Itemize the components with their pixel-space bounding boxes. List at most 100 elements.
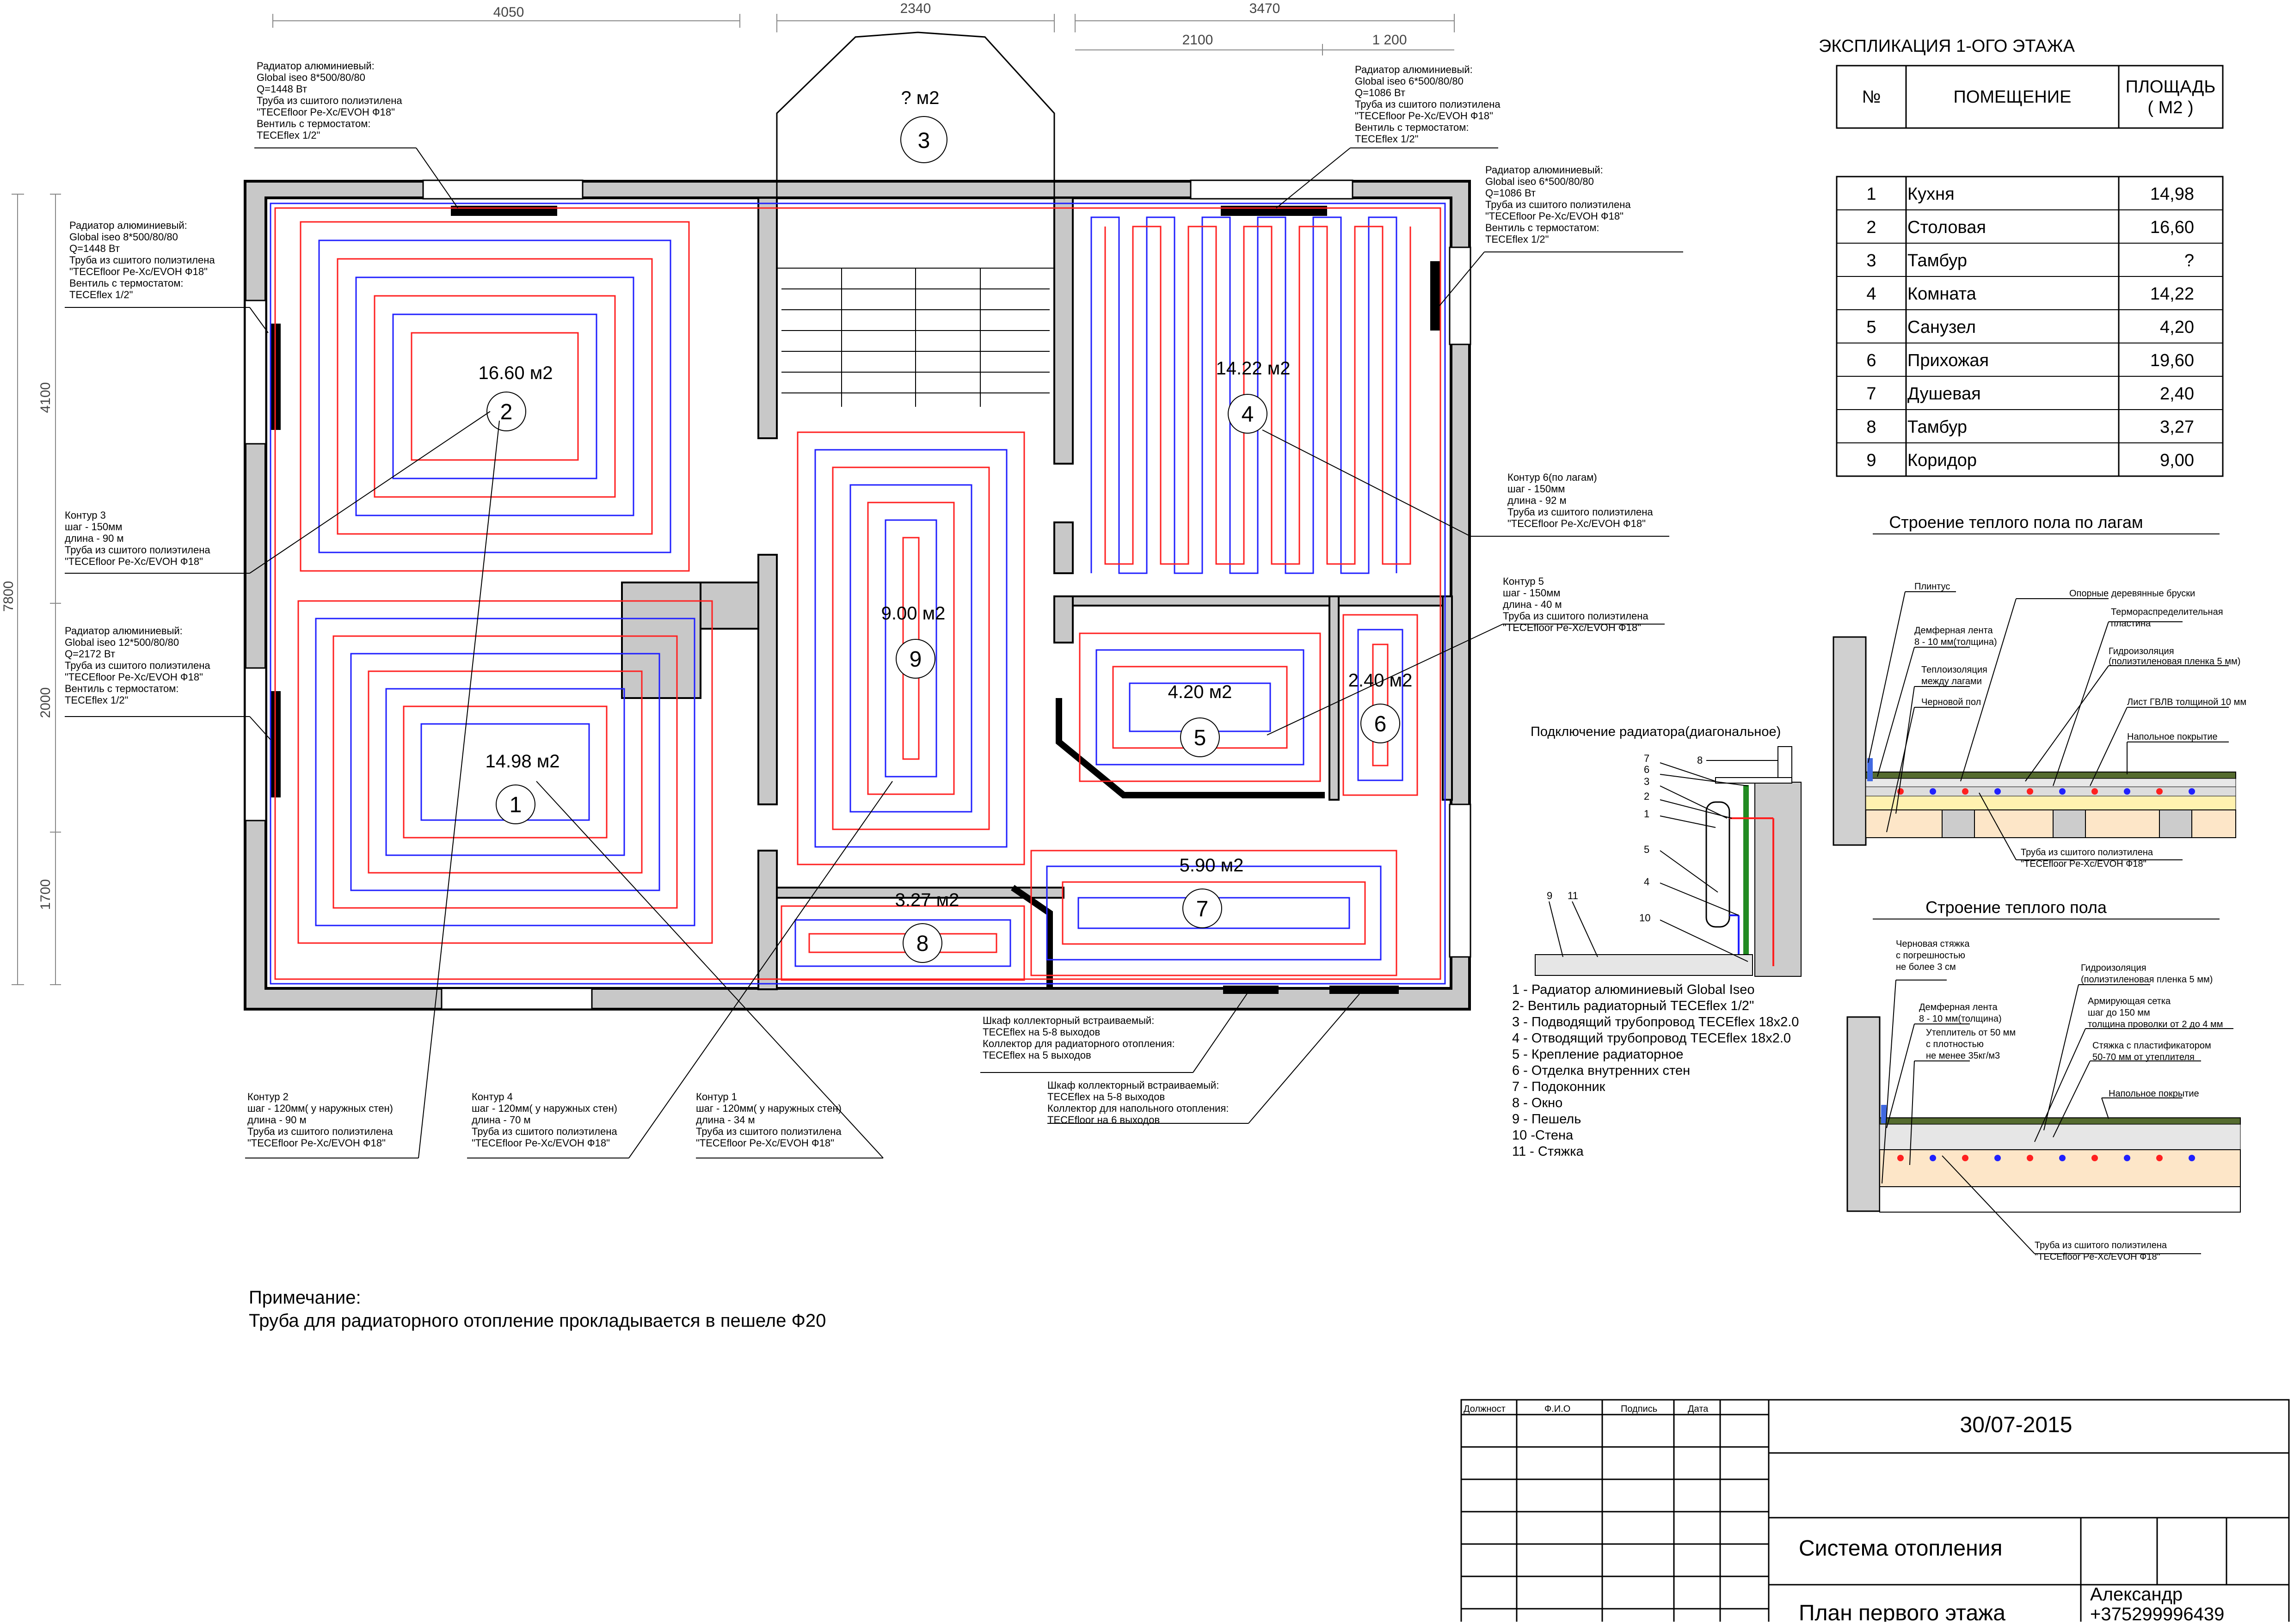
tb-col-date: Дата <box>1688 1404 1709 1414</box>
sec2-label: с плотностью <box>1926 1039 1984 1049</box>
ann-line: длина - 92 м <box>1507 495 1567 506</box>
room-5-area: 4.20 м2 <box>1168 682 1232 702</box>
room-6-marker <box>1360 704 1400 743</box>
pipe-section-circle <box>2091 1155 2098 1161</box>
pipe-section-circle <box>2059 1155 2066 1161</box>
explication-cell-area: 14,22 <box>2150 284 2194 304</box>
loop-room-2 <box>318 239 671 553</box>
sec1-label: Напольное покрытие <box>2127 732 2218 742</box>
ann-line: Радиатор алюминиевый: <box>1355 64 1473 75</box>
callout-10: 10 <box>1639 912 1650 924</box>
section-screed-pipes <box>1897 1155 2195 1161</box>
room-9-marker <box>896 639 935 679</box>
room-9-area: 9.00 м2 <box>881 603 946 624</box>
callout-7: 7 <box>1644 753 1649 764</box>
pipe-loops <box>270 202 1446 985</box>
sec2-label: Труба из сшитого полиэтилена <box>2035 1240 2167 1250</box>
ann-cabinet-floor: Шкаф коллекторный встраиваемый: TECEflex… <box>1047 1079 1229 1126</box>
sec1-label: "TECEfloor Pe-Xc/EVOH Ф18" <box>2021 859 2146 869</box>
loop-room-6 <box>1357 629 1403 781</box>
ann-line: Шкаф коллекторный встраиваемый: <box>1047 1079 1219 1091</box>
pipe-section-circle <box>1930 788 1936 795</box>
tb-system: Система отопления <box>1799 1536 2002 1561</box>
loop-room-5 <box>1079 632 1321 782</box>
ann-line: Контур 6(по лагам) <box>1507 472 1597 483</box>
tb-phone: +375299996439 <box>2090 1604 2224 1622</box>
ann-line: шаг - 120мм( у наружных стен) <box>472 1103 617 1114</box>
ann-line: Вентиль с термостатом: <box>65 683 179 694</box>
sec2-label: (полиэтиленовая пленка 5 мм) <box>2081 974 2213 985</box>
ann-line: "TECEfloor Pe-Xc/EVOH Ф18" <box>257 106 395 118</box>
explication-cell-area: 9,00 <box>2160 451 2194 470</box>
radiator-legend-item: 10 -Стена <box>1512 1128 1574 1143</box>
explication-cell-area: ? <box>2184 251 2194 270</box>
floor-plan <box>244 31 1471 1011</box>
ann-contour-2: Контур 2 шаг - 120мм( у наружных стен) д… <box>247 1091 393 1149</box>
ann-line: Труба из сшитого полиэтилена <box>1503 610 1648 622</box>
title-block: Должност Ф.И.О Подпись Дата 30/07-2015 С… <box>1460 1399 2290 1624</box>
pipe-section-circle <box>2059 788 2066 795</box>
ann-line: Вентиль с термостатом: <box>69 277 184 289</box>
pipe-section-circle <box>1930 1155 1936 1161</box>
ann-line: Q=1448 Вт <box>257 83 307 95</box>
sec1-label: Плинтус <box>1914 582 1950 592</box>
ann-line: Труба из сшитого полиэтилена <box>65 544 210 556</box>
explication-cell-room: Коридор <box>1907 451 1977 470</box>
sec2-label: Армирующая сетка <box>2088 996 2171 1006</box>
room-3-marker <box>900 116 947 163</box>
explication-cell-area: 4,20 <box>2160 318 2194 337</box>
radiator-legend-item: 6 - Отделка внутренних стен <box>1512 1063 1690 1078</box>
room-9-number: 9 <box>910 647 922 672</box>
explication-cell-room: Прихожая <box>1907 351 1989 370</box>
sec2-label: Утеплитель от 50 мм <box>1926 1028 2016 1038</box>
section-joists-pipes <box>1897 788 2195 795</box>
loop-room-4 <box>1090 216 1397 574</box>
pipe-section-circle <box>1994 788 2001 795</box>
sec2-label: 8 - 10 мм(толщина) <box>1919 1014 2002 1024</box>
note-text: Труба для радиаторного отопление проклад… <box>249 1311 826 1331</box>
ann-line: "TECEfloor Pe-Xc/EVOH Ф18" <box>696 1137 834 1149</box>
loop-room-2 <box>374 295 616 498</box>
sec2-label: Стяжка с пластификатором <box>2092 1041 2211 1051</box>
ann-line: Труба из сшитого полиэтилена <box>1485 199 1631 210</box>
ann-line: Global iseo 8*500/80/80 <box>69 231 178 243</box>
ann-line: Вентиль с термостатом: <box>1355 122 1469 133</box>
explication-cell-num: 1 <box>1866 184 1876 204</box>
ann-rad-left-top: Радиатор алюминиевый: Global iseo 8*500/… <box>69 220 215 300</box>
tb-col-position: Должност <box>1464 1404 1506 1414</box>
ann-line: "TECEfloor Pe-Xc/EVOH Ф18" <box>69 266 208 277</box>
callout-3: 3 <box>1644 776 1649 787</box>
dim-left-1700: 1700 <box>38 879 53 910</box>
pipe-section-circle <box>2027 788 2033 795</box>
ann-line: длина - 40 м <box>1503 599 1562 610</box>
ann-line: Q=1086 Вт <box>1355 87 1405 98</box>
ann-line: Труба из сшитого полиэтилена <box>65 660 210 671</box>
pipe-section-circle <box>2091 788 2098 795</box>
ann-line: Радиатор алюминиевый: <box>69 220 187 231</box>
pipe-section-circle <box>2156 1155 2163 1161</box>
radiator-detail: Подключение радиатора(диагональное) 7 6 <box>1512 724 1802 1159</box>
loop-room-9 <box>832 466 990 830</box>
explication-cell-room: Тамбур <box>1907 417 1967 437</box>
explication-cell-num: 7 <box>1866 384 1876 404</box>
explication-table: ЭКСПЛИКАЦИЯ 1-ОГО ЭТАЖА № ПОМЕЩЕНИЕ ПЛОЩ… <box>1819 37 2224 477</box>
callout-5: 5 <box>1644 844 1649 855</box>
dim-left-7800: 7800 <box>1 581 16 612</box>
ann-line: Контур 1 <box>696 1091 737 1103</box>
room-1-number: 1 <box>510 793 522 817</box>
room-5-marker <box>1180 717 1220 757</box>
radiator-legend-item: 2- Вентиль радиаторный TECEflex 1/2" <box>1512 999 1754 1013</box>
explication-cell-room: Столовая <box>1907 218 1986 237</box>
diagonal-walls <box>1011 698 1325 989</box>
room-2-number: 2 <box>500 400 513 424</box>
ann-line: TECEflex 1/2" <box>1485 233 1549 245</box>
loop-room-9 <box>797 431 1025 865</box>
explication-header-area: ПЛОЩАДЬ <box>2126 77 2216 97</box>
explication-cell-room: Душевая <box>1907 384 1981 404</box>
ann-line: Q=1086 Вт <box>1485 187 1536 199</box>
pipe-section-circle <box>2189 788 2195 795</box>
ann-contour-1: Контур 1 шаг - 120мм( у наружных стен) д… <box>696 1091 842 1149</box>
pipe-section-circle <box>2156 788 2163 795</box>
room-8-area: 3.27 м2 <box>895 890 959 910</box>
